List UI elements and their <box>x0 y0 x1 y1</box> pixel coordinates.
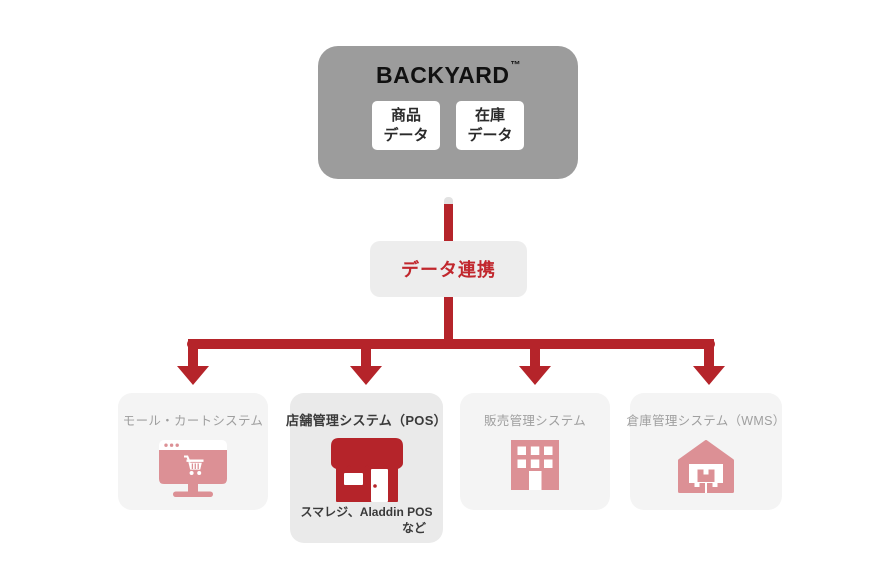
branch-bar <box>187 339 715 349</box>
down-arrow-icon <box>177 366 209 385</box>
backyard-title-text: BACKYARD <box>376 62 510 88</box>
trademark-symbol: ™ <box>510 60 521 71</box>
system-label: モール・カートシステム <box>122 414 264 428</box>
pos-note-line2: など <box>401 520 426 535</box>
system-label: 販売管理システム <box>483 414 587 428</box>
connector-line-bottom <box>444 297 453 343</box>
product-data-chip: 商品 データ <box>372 101 440 151</box>
down-arrow-icon <box>519 366 551 385</box>
monitor-cart-icon <box>159 440 227 497</box>
down-arrow-icon <box>350 366 382 385</box>
backyard-title: BACKYARD™ <box>318 60 578 88</box>
pos-note-line1: スマレジ、Aladdin POS <box>300 504 433 519</box>
chip-line: 商品 <box>390 107 421 125</box>
branch-stub <box>530 339 540 368</box>
warehouse-icon <box>678 440 734 493</box>
backyard-box: BACKYARD™ 商品 データ 在庫 データ <box>318 46 578 179</box>
system-card-pos: 店舗管理システム（POS） スマレジ、Aladdin POS など <box>286 393 447 543</box>
system-card-sales: 販売管理システム <box>460 393 610 510</box>
chip-line: データ <box>383 126 429 144</box>
system-label: 店舗管理システム（POS） <box>286 413 447 428</box>
data-chips: 商品 データ 在庫 データ <box>318 101 578 151</box>
system-card-warehouse: 倉庫管理システム（WMS） <box>626 393 785 510</box>
building-icon <box>511 440 559 490</box>
store-icon <box>330 438 403 502</box>
branch-stub <box>704 339 714 368</box>
connector-cap <box>444 197 453 205</box>
branch-stub <box>188 339 198 368</box>
branch-stub <box>361 339 371 368</box>
system-label: 倉庫管理システム（WMS） <box>626 414 786 428</box>
data-linkage-box: データ連携 <box>370 241 527 297</box>
data-linkage-label: データ連携 <box>401 260 496 280</box>
pos-note: スマレジ、Aladdin POS など <box>290 504 443 536</box>
down-arrow-icon <box>693 366 725 385</box>
chip-line: 在庫 <box>474 107 505 125</box>
stock-data-chip: 在庫 データ <box>456 101 524 151</box>
chip-line: データ <box>467 126 513 144</box>
connector-line-top <box>444 204 453 241</box>
system-card-mall-cart: モール・カートシステム <box>118 393 268 510</box>
